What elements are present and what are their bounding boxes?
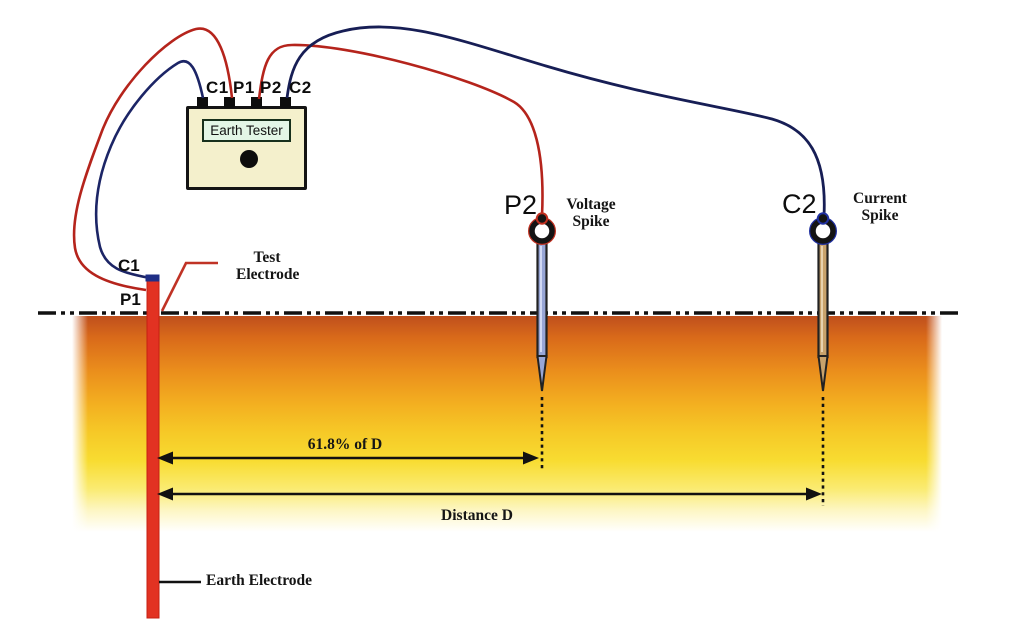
terminal-c1 (197, 97, 208, 108)
earth-tester-display: Earth Tester (202, 119, 291, 142)
current-spike-caption: Current Spike (853, 190, 907, 225)
terminal-label-p2: P2 (260, 78, 282, 97)
voltage-spike-p2-label: P2 (504, 190, 538, 220)
earth-tester-display-text: Earth Tester (210, 123, 283, 138)
terminal-label-c1: C1 (206, 78, 229, 97)
earth-tester-device: Earth Tester (186, 106, 307, 190)
test-electrode-c1-label: C1 (118, 256, 140, 275)
test-electrode-clamp (145, 274, 160, 282)
dimension-label-distance-d: Distance D (441, 507, 513, 524)
ground-soil (72, 316, 942, 532)
earth-tester-knob-icon (240, 150, 258, 168)
wire-c2-blue (285, 25, 826, 217)
dimension-label-61-8-percent: 61.8% of D (307, 436, 383, 453)
earth-electrode-caption: Earth Electrode (206, 572, 313, 589)
terminal-label-c2: C2 (289, 78, 312, 97)
terminal-label-p1: P1 (233, 78, 255, 97)
test-electrode-caption: Test Electrode (236, 249, 300, 284)
terminal-p2 (251, 97, 262, 108)
ground-edge-fade-left (72, 316, 88, 532)
test-electrode-leader-line (160, 261, 218, 312)
terminal-c2 (280, 97, 291, 108)
current-spike-c2-label: C2 (782, 189, 817, 219)
terminal-p1 (224, 97, 235, 108)
ground-edge-fade-right (926, 316, 942, 532)
test-electrode-p1-label: P1 (120, 290, 141, 309)
voltage-spike-caption: Voltage Spike (566, 196, 616, 231)
